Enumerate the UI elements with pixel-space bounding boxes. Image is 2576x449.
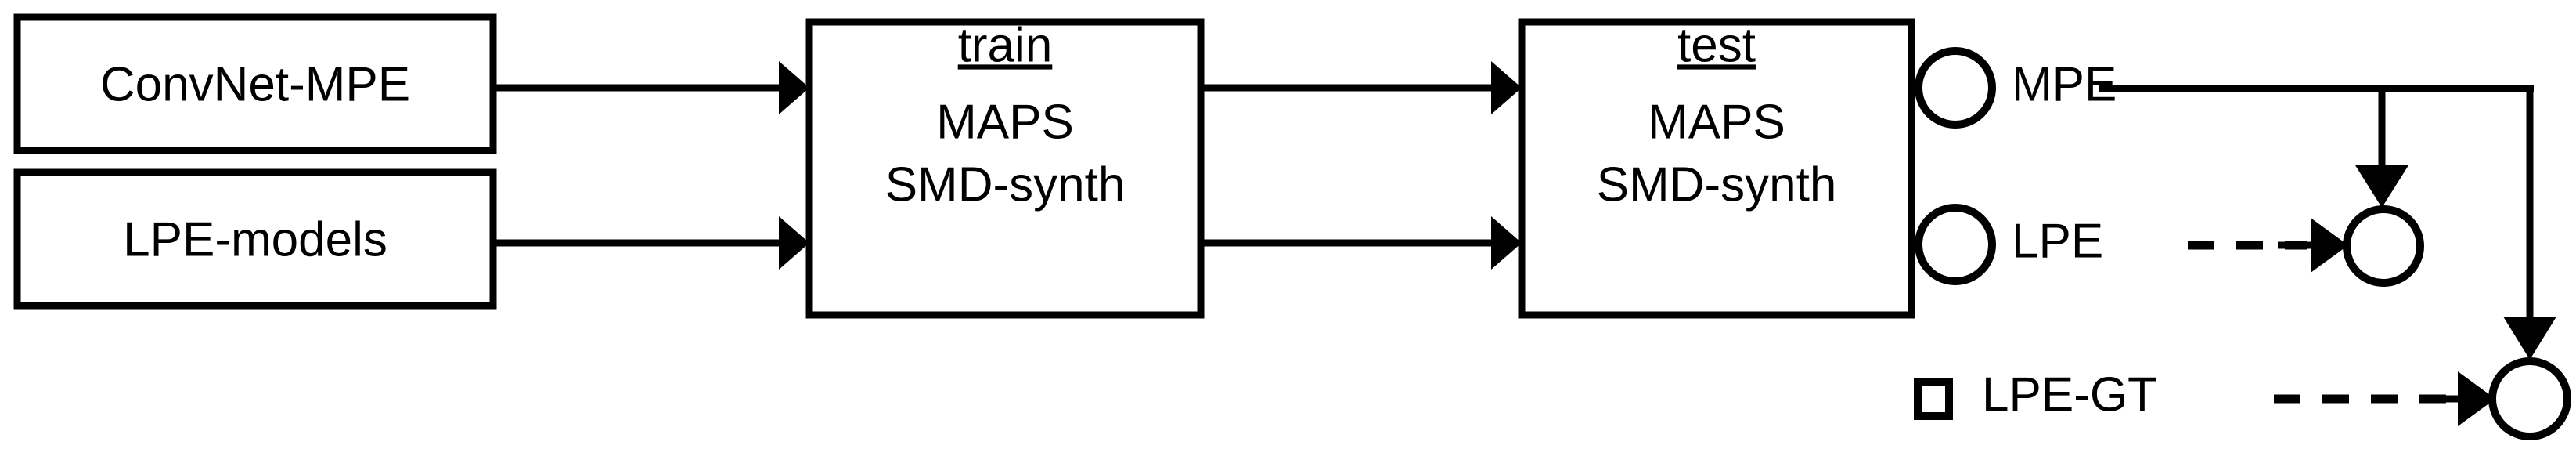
arrow-head-icon — [2311, 218, 2348, 273]
combine-lpe-gt-circle-icon[interactable] — [2488, 357, 2571, 440]
node-test[interactable]: test MAPS SMD-synth — [1518, 18, 1915, 319]
edge-lpegt-to-combine-lpegt — [2274, 371, 2495, 426]
arrow-head-icon — [779, 61, 809, 114]
edge-mpe-to-combine-lpe-gt — [2503, 89, 2556, 360]
edge-train-to-test-top — [1201, 61, 1522, 114]
lpe-gt-label: LPE-GT — [1982, 368, 2157, 422]
mpe-label: MPE — [2012, 57, 2117, 111]
edge-mpe-to-combine-lpe — [2355, 89, 2408, 208]
test-line-2: SMD-synth — [1597, 158, 1837, 212]
convnet-mpe-label: ConvNet-MPE — [100, 57, 410, 111]
train-box[interactable] — [805, 18, 1205, 319]
lpe-circle-icon[interactable] — [1915, 204, 1996, 285]
edge-lpemodels-to-train — [493, 216, 809, 270]
arrow-head-icon — [2503, 317, 2556, 360]
test-box[interactable] — [1518, 18, 1915, 319]
edge-train-to-test-bottom — [1201, 216, 1522, 270]
arrow-head-icon — [1491, 61, 1522, 114]
lpe-models-box[interactable] — [13, 168, 497, 310]
node-lpe-models[interactable]: LPE-models — [13, 168, 497, 310]
train-line-2: SMD-synth — [885, 158, 1126, 212]
train-line-1: MAPS — [936, 95, 1074, 149]
output-mpe[interactable]: MPE — [1915, 47, 2117, 129]
arrow-head-icon — [2458, 371, 2495, 426]
arrow-head-icon — [779, 216, 809, 270]
test-title: test — [1677, 18, 1756, 72]
combine-lpe-circle-icon[interactable] — [2343, 205, 2424, 287]
train-title: train — [958, 18, 1053, 72]
mpe-circle-icon[interactable] — [1915, 47, 1996, 129]
arrow-head-icon — [2355, 165, 2408, 208]
edge-convnet-to-train — [493, 61, 809, 114]
arrow-head-icon — [1491, 216, 1522, 270]
edge-lpe-to-combine-lpe — [2188, 218, 2348, 273]
lpe-models-label: LPE-models — [123, 212, 387, 266]
node-train[interactable]: train MAPS SMD-synth — [805, 18, 1205, 319]
test-line-1: MAPS — [1648, 95, 1785, 149]
lpe-gt-square-icon[interactable] — [1914, 378, 1953, 420]
output-lpe[interactable]: LPE — [1915, 204, 2103, 285]
node-convnet-mpe[interactable]: ConvNet-MPE — [13, 13, 497, 154]
convnet-mpe-box[interactable] — [13, 13, 497, 154]
output-lpe-gt[interactable]: LPE-GT — [1914, 368, 2157, 422]
lpe-label: LPE — [2012, 214, 2103, 268]
